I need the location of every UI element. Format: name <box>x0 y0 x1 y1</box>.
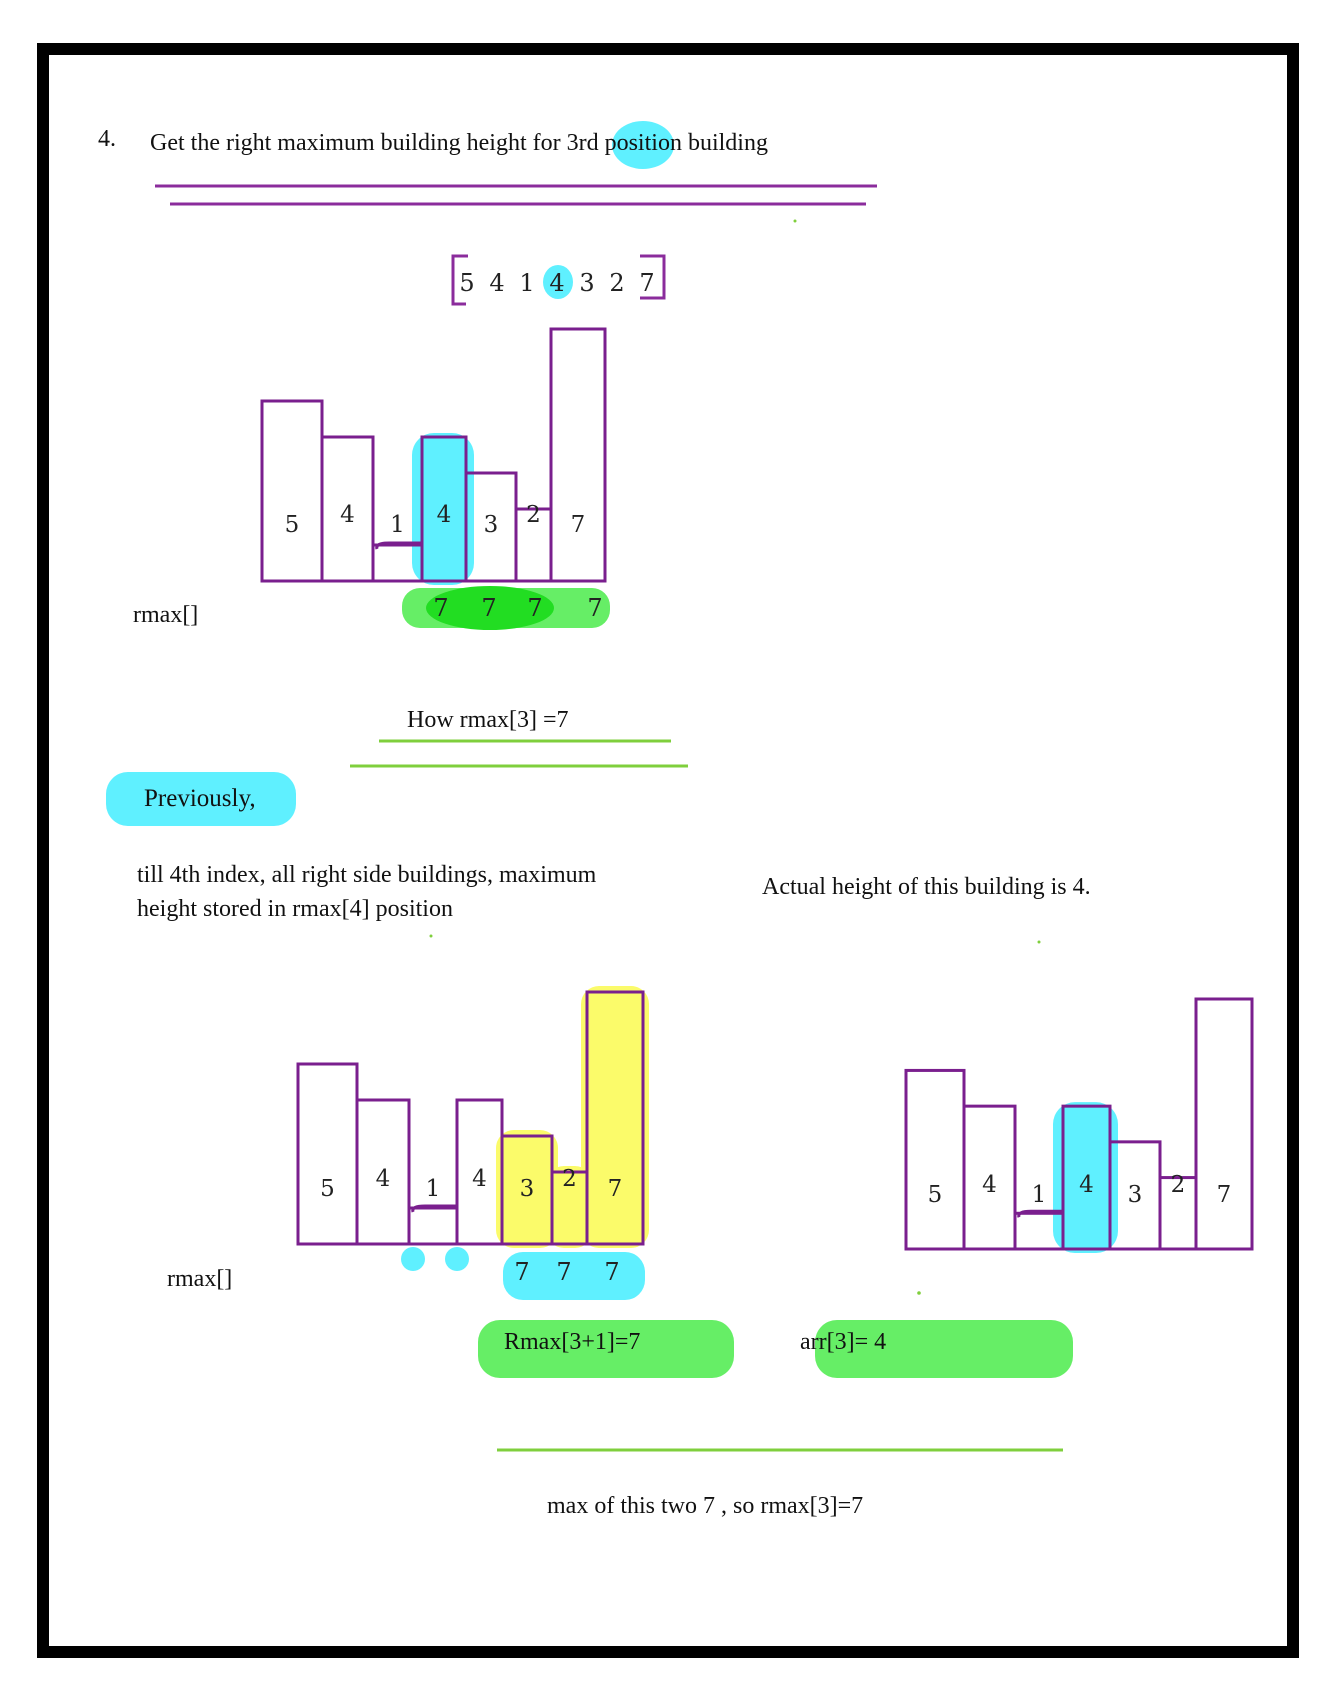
question-text: How rmax[3] =7 <box>407 707 569 733</box>
array-bracket-right <box>640 254 666 300</box>
building-roof-curl <box>1017 1209 1063 1218</box>
stray-dot <box>793 219 797 223</box>
rmax-highlight <box>503 1252 645 1300</box>
formula-left-highlight <box>478 1320 734 1378</box>
building-roof-curl <box>411 1204 457 1213</box>
building-roof-curl <box>375 541 422 550</box>
building-label: 4 <box>982 1172 997 1198</box>
array-bracket-left <box>451 254 468 306</box>
explanation-left-line2: height stored in rmax[4] position <box>137 896 453 922</box>
building-label: 5 <box>928 1182 943 1208</box>
stray-dot <box>429 934 433 938</box>
building-label: 7 <box>571 512 586 538</box>
building-label: 1 <box>390 512 405 538</box>
stray-dot <box>917 1291 921 1295</box>
formula-left: Rmax[3+1]=7 <box>504 1329 640 1355</box>
rmax-value: 7 <box>556 1258 571 1286</box>
building-label: 2 <box>562 1166 577 1192</box>
bottom-right-buildings-diagram: 5 4 1 4 3 2 7 <box>904 997 1254 1253</box>
building-highlight <box>496 1130 558 1248</box>
building-label: 4 <box>340 502 355 528</box>
rmax-value: 7 <box>587 594 602 622</box>
array-value: 3 <box>579 269 594 297</box>
previously-highlight <box>106 772 296 826</box>
building <box>355 1098 411 1246</box>
rmax-value: 7 <box>481 594 496 622</box>
heading-highlight <box>612 121 674 169</box>
building-highlight <box>412 433 474 585</box>
building <box>1194 997 1254 1251</box>
building-label: 5 <box>285 512 300 538</box>
rmax-highlight-dark <box>426 586 554 630</box>
formula-right-highlight <box>815 1320 1073 1378</box>
building-label: 4 <box>472 1166 487 1192</box>
explanation-left-line1: till 4th index, all right side buildings… <box>137 862 597 888</box>
building-label: 5 <box>320 1176 335 1202</box>
array-value: 2 <box>609 269 624 297</box>
rmax-value: 7 <box>433 594 448 622</box>
conclusion-text: max of this two 7 , so rmax[3]=7 <box>547 1493 863 1519</box>
top-rmax-values: 7 7 7 7 <box>402 586 610 630</box>
array-value: 4 <box>489 269 504 297</box>
building-label: 2 <box>526 502 541 528</box>
page-frame <box>37 43 1299 1658</box>
building-label: 4 <box>437 502 452 528</box>
top-buildings-diagram: 5 4 1 4 3 2 7 <box>260 327 607 585</box>
rmax-label-top: rmax[] <box>133 602 198 628</box>
building <box>585 990 645 1246</box>
building-label: 3 <box>1128 1182 1143 1208</box>
building <box>549 327 607 583</box>
rmax-value: 7 <box>514 1258 529 1286</box>
building-highlight <box>1053 1102 1118 1253</box>
array-value: 5 <box>459 269 474 297</box>
building <box>962 1104 1017 1251</box>
previously-label: Previously, <box>144 785 256 812</box>
array-value: 4 <box>549 269 564 297</box>
building-label: 4 <box>376 1166 391 1192</box>
building-label: 1 <box>426 1176 441 1202</box>
building-label: 2 <box>1171 1172 1186 1198</box>
rmax-value: 7 <box>527 594 542 622</box>
formula-right: arr[3]= 4 <box>800 1329 886 1355</box>
building-highlight <box>581 986 649 1248</box>
rmax-empty-marker <box>401 1247 425 1271</box>
building-label: 3 <box>484 512 499 538</box>
building-label: 1 <box>1032 1182 1047 1208</box>
building-label: 4 <box>1079 1172 1094 1198</box>
rmax-empty-marker <box>445 1247 469 1271</box>
heading: Get the right maximum building height fo… <box>150 130 768 156</box>
building-label: 3 <box>520 1176 535 1202</box>
step-number: 4. <box>98 126 116 152</box>
rmax-label-bottom: rmax[] <box>167 1266 232 1292</box>
array-value: 1 <box>519 269 534 297</box>
bottom-left-buildings-diagram: 5 4 1 4 3 2 7 <box>296 986 649 1248</box>
stray-dot <box>1037 940 1041 944</box>
explanation-right: Actual height of this building is 4. <box>762 874 1091 900</box>
building <box>320 435 375 583</box>
rmax-value: 7 <box>604 1258 619 1286</box>
building-label: 7 <box>1217 1182 1232 1208</box>
array-value: 7 <box>639 269 654 297</box>
array-highlight <box>543 265 573 299</box>
building-label: 7 <box>608 1176 623 1202</box>
